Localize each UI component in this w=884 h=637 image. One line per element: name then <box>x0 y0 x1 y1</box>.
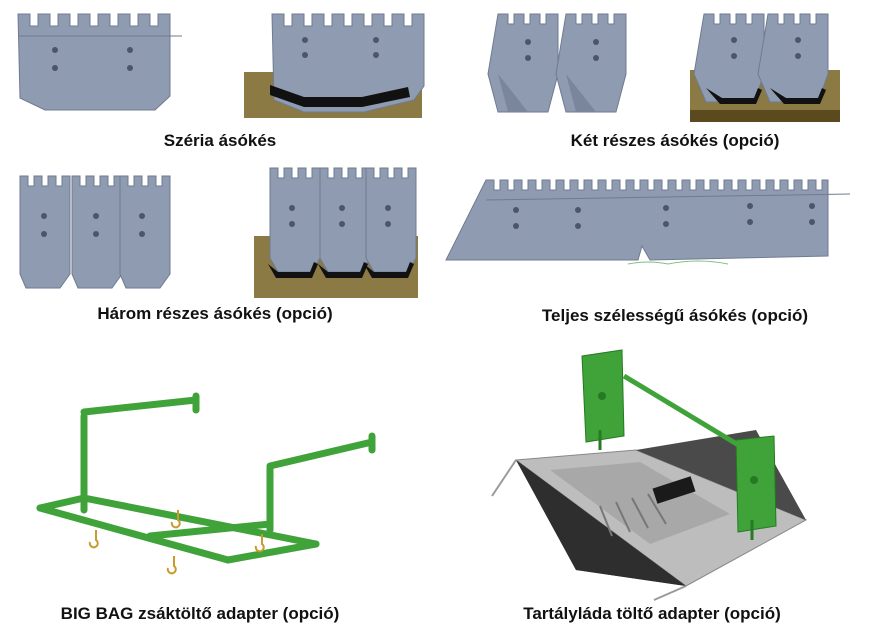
panel-seria: Széria ásókés <box>0 0 440 160</box>
panel-ket-reszes: Két részes ásókés (opció) <box>440 0 884 160</box>
ket-reszes-blade-illustration <box>487 13 840 122</box>
panel-tartaly: Tartályláda töltő adapter (opció) <box>440 330 884 637</box>
caption-tartaly: Tartályláda töltő adapter (opció) <box>523 604 781 623</box>
seria-blade-illustration <box>17 13 425 118</box>
panel-big-bag: BIG BAG zsáktöltő adapter (opció) <box>0 330 440 637</box>
panel-teljes: Teljes szélességű ásókés (opció) <box>440 160 884 330</box>
panel-harom-reszes: Három részes ásókés (opció) <box>0 160 440 330</box>
caption-teljes: Teljes szélességű ásókés (opció) <box>541 306 809 325</box>
caption-harom-reszes: Három részes ásókés (opció) <box>97 304 333 323</box>
caption-seria: Széria ásókés <box>163 131 277 150</box>
big-bag-frame-illustration <box>36 392 376 575</box>
teljes-blade-illustration <box>445 179 851 265</box>
caption-big-bag: BIG BAG zsáktöltő adapter (opció) <box>60 604 340 623</box>
harom-reszes-blade-illustration <box>19 167 418 298</box>
bin-filler-illustration <box>491 349 808 601</box>
caption-ket-reszes: Két részes ásókés (opció) <box>570 131 780 150</box>
